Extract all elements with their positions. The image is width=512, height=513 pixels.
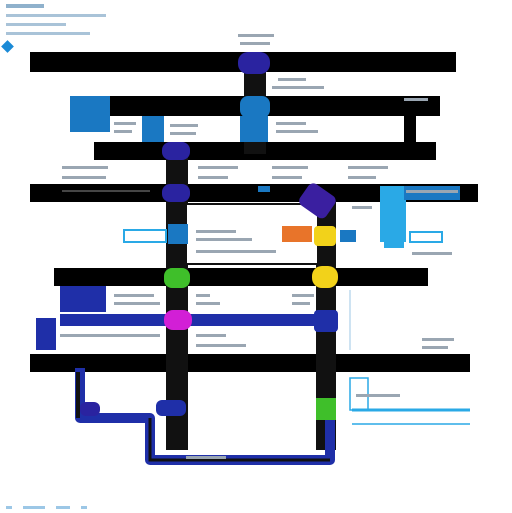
bar-5 [54, 268, 428, 286]
blue-label-box-1 [70, 96, 110, 132]
blue-label-box-2 [142, 116, 164, 142]
node-yellow-square [314, 226, 336, 246]
node-purple-diagonal [299, 183, 336, 219]
header-text-block [6, 4, 106, 35]
node-orange [282, 226, 312, 242]
navy-small-box [36, 318, 56, 350]
node-purple-1 [162, 142, 190, 160]
bottom-loop-shadow [148, 418, 330, 462]
header-text-line [6, 23, 66, 26]
footer-mark [23, 506, 46, 509]
header-text-line [6, 4, 44, 8]
node-tiny-blue [258, 186, 270, 192]
node-yellow-round [312, 266, 338, 288]
header-text-line [6, 14, 106, 17]
bar-4 [30, 184, 478, 202]
blue-label-box-3 [240, 116, 268, 142]
bar-2 [110, 96, 440, 116]
node-blue-square [168, 224, 188, 244]
node-purple-2 [162, 184, 190, 202]
node-green-square [316, 398, 336, 420]
footer-marks [6, 494, 93, 513]
node-small-blue [340, 230, 356, 242]
node-blue-1 [240, 96, 270, 118]
node-navy-left [80, 402, 100, 416]
cyan-outline-box [123, 229, 167, 243]
node-magenta [164, 310, 192, 330]
footer-mark [81, 506, 88, 509]
node-cyan-square [384, 228, 404, 248]
node-top [238, 52, 270, 74]
node-navy-bottom [156, 400, 186, 416]
node-navy-square [314, 310, 338, 332]
footer-mark [56, 506, 71, 509]
cyan-outline-box-right [409, 231, 443, 243]
bar-6 [30, 354, 470, 372]
placeholder-text-group [60, 34, 458, 459]
connector-right-upper [404, 110, 416, 146]
navy-label-box [60, 286, 106, 312]
bottom-loop-line [75, 368, 335, 465]
footer-mark [6, 506, 12, 509]
header-text-line [6, 32, 90, 35]
node-green [164, 268, 190, 288]
